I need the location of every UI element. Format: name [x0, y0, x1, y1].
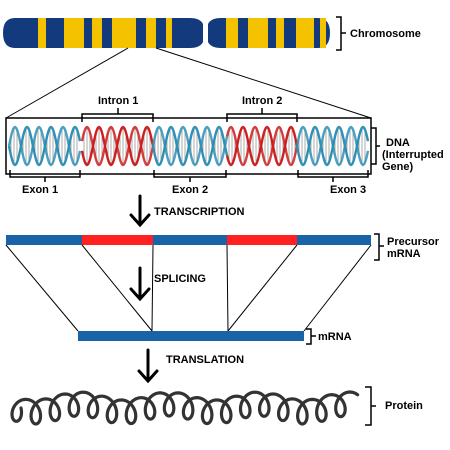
transcription-label: TRANSCRIPTION	[154, 206, 245, 218]
mrna-bracket	[306, 328, 316, 345]
splicing-lines	[5, 244, 372, 332]
exon1-bracket	[9, 170, 81, 182]
intron-helix-segment	[80, 125, 155, 167]
transcription-arrow	[129, 194, 151, 228]
exon3-label: Exon 3	[330, 184, 367, 196]
intron-helix-segment	[225, 125, 299, 167]
precursor-label: Precursor	[387, 236, 439, 248]
dna-label: DNA	[386, 137, 410, 149]
zoom-line-left	[5, 47, 129, 119]
mrna-label: mRNA	[318, 331, 352, 343]
precursor-bracket	[374, 233, 384, 261]
dna-sublabel: (Interrupted	[382, 149, 444, 161]
exon-helix-segment	[151, 125, 229, 167]
precursor-mrna-bar	[6, 235, 371, 245]
zoom-line-right	[155, 47, 372, 119]
protein-chain	[10, 390, 360, 426]
exon-helix-segment	[295, 125, 370, 167]
exon-helix-segment	[7, 125, 82, 167]
splicing-label: SPLICING	[154, 273, 206, 285]
intron2-label: Intron 2	[242, 95, 283, 107]
chromosome-label: Chromosome	[350, 28, 421, 40]
precursor-label-2: mRNA	[387, 248, 421, 260]
translation-arrow	[137, 348, 159, 384]
mrna-bar	[78, 331, 304, 341]
dna-bracket	[371, 127, 380, 165]
chromosome-bands	[38, 18, 326, 48]
protein-label: Protein	[385, 400, 423, 412]
protein-bracket	[365, 386, 376, 426]
chromosome-bracket	[336, 16, 346, 51]
chromosome	[3, 18, 330, 48]
intron2-bracket	[226, 108, 298, 122]
splicing-arrow	[129, 266, 151, 302]
dna-helix	[7, 125, 370, 167]
chromosome-left-arm	[3, 18, 203, 48]
exon2-label: Exon 2	[172, 184, 209, 196]
translation-label: TRANSLATION	[166, 354, 245, 366]
exon3-bracket	[297, 170, 369, 182]
exon2-bracket	[153, 170, 227, 182]
intron1-label: Intron 1	[98, 95, 139, 107]
intron1-bracket	[81, 108, 154, 122]
dna-sublabel-2: Gene)	[382, 161, 414, 173]
exon1-label: Exon 1	[22, 184, 59, 196]
protein-strand	[10, 390, 360, 426]
